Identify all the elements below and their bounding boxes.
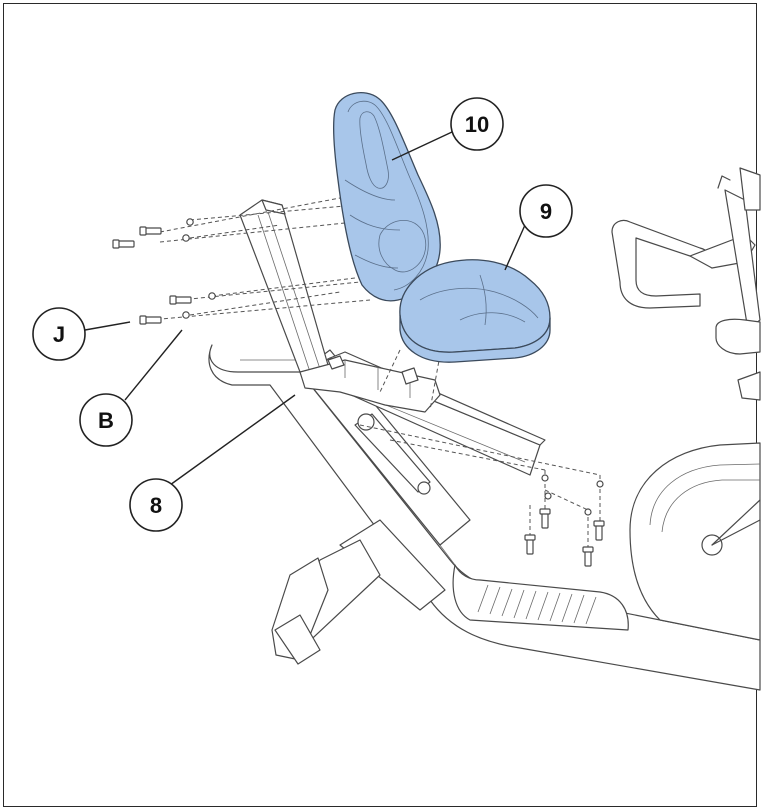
callout-J: J	[32, 307, 86, 361]
foot-plate-grooves	[477, 584, 597, 625]
bolt-icon	[582, 546, 594, 567]
callout-J-label: J	[53, 322, 65, 347]
callout-8-label: 8	[150, 493, 162, 518]
backrest-cushion-10	[332, 92, 441, 302]
fasteners	[112, 218, 605, 567]
callout-10: 10	[450, 97, 504, 151]
seat-cushion-9	[399, 259, 551, 363]
callout-leaders	[84, 131, 526, 486]
washer-icon	[186, 218, 194, 226]
callout-8: 8	[129, 478, 183, 532]
bolt-icon	[112, 239, 135, 249]
callout-9: 9	[519, 184, 573, 238]
washer-icon	[544, 492, 552, 500]
handlebar	[611, 167, 761, 401]
bolt-icon	[539, 508, 551, 529]
callout-B: B	[79, 393, 133, 447]
bike-frame-base	[208, 344, 761, 691]
bolt-icon	[139, 226, 162, 236]
callout-10-label: 10	[465, 112, 489, 137]
seat-bracket-8	[239, 199, 441, 413]
washer-icon	[584, 508, 592, 516]
washer-icon	[208, 292, 216, 300]
callout-B-label: B	[98, 408, 114, 433]
washer-icon	[541, 474, 549, 482]
bolt-icon	[593, 520, 605, 541]
bolt-icon	[169, 295, 192, 305]
washer-icon	[182, 311, 190, 319]
washer-icon	[182, 234, 190, 242]
callout-9-label: 9	[540, 199, 552, 224]
bolt-icon	[139, 315, 162, 325]
washer-icon	[596, 480, 604, 488]
bolt-icon	[524, 534, 536, 555]
